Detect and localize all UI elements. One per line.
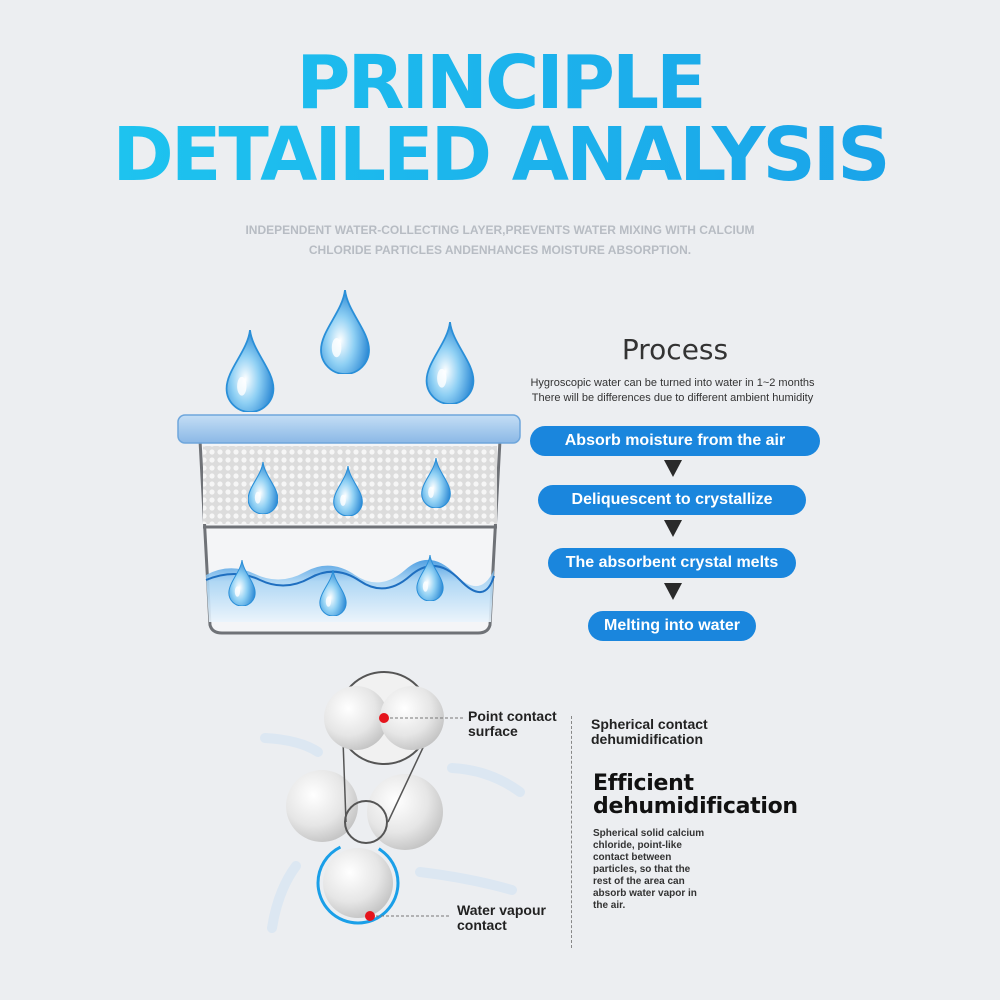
pearl-sphere — [323, 848, 393, 918]
water-drop-icon — [320, 290, 370, 374]
process-note-line-1: Hygroscopic water can be turned into wat… — [530, 377, 815, 389]
airflow-arrow-icon — [415, 867, 517, 895]
water-vapour-label-line-1: Water vapour — [457, 902, 546, 918]
subtitle: INDEPENDENT WATER-COLLECTING LAYER,PREVE… — [200, 220, 800, 260]
water-vapour-label: Water vapour contact — [457, 903, 546, 933]
container-lid — [177, 414, 521, 444]
water-vapour-label-line-2: contact — [457, 917, 507, 933]
efficient-description-line: chloride, point-like — [593, 840, 682, 851]
efficient-heading: Efficient dehumidification — [593, 772, 798, 818]
point-contact-label: Point contact surface — [468, 709, 557, 739]
contact-point-dot — [379, 713, 389, 723]
airflow-arrow-icon — [267, 861, 301, 933]
efficient-description-line: Spherical solid calcium — [593, 828, 705, 839]
efficient-description-line: the air. — [593, 900, 626, 911]
process-step-2: Deliquescent to crystallize — [538, 485, 806, 515]
magnifier-small-ring — [344, 800, 388, 844]
down-arrow-icon — [664, 520, 682, 537]
airflow-arrows — [260, 733, 525, 933]
subtitle-line-2: CHLORIDE PARTICLES ANDENHANCES MOISTURE … — [308, 243, 692, 257]
spherical-contact-label-line-2: dehumidification — [591, 731, 703, 747]
divider — [571, 716, 572, 948]
efficient-description-line: contact between — [593, 852, 672, 863]
efficient-description-line: absorb water vapor in — [593, 888, 697, 899]
process-step-4: Melting into water — [588, 611, 756, 641]
efficient-heading-line-2: dehumidification — [593, 794, 798, 819]
airflow-arrow-icon — [260, 733, 323, 757]
page-title-line-1: PRINCIPLE — [0, 46, 1000, 120]
process-step-1: Absorb moisture from the air — [530, 426, 820, 456]
water-drop-icon — [425, 322, 475, 404]
page-title-line-2: DETAILED ANALYSIS — [0, 118, 1000, 192]
spherical-contact-label: Spherical contact dehumidification — [591, 717, 708, 747]
water-drop-icon — [225, 330, 275, 412]
efficient-description: Spherical solid calcium chloride, point-… — [593, 828, 733, 912]
pearl-sphere — [286, 770, 358, 842]
efficient-description-line: particles, so that the — [593, 864, 691, 875]
point-contact-label-line-2: surface — [468, 723, 518, 739]
process-step-3: The absorbent crystal melts — [548, 548, 796, 578]
down-arrow-icon — [664, 460, 682, 477]
spherical-contact-label-line-1: Spherical contact — [591, 716, 708, 732]
subtitle-line-1: INDEPENDENT WATER-COLLECTING LAYER,PREVE… — [245, 223, 755, 237]
process-note: Hygroscopic water can be turned into wat… — [505, 376, 840, 406]
process-heading: Process — [621, 333, 729, 366]
efficient-description-line: rest of the area can — [593, 876, 685, 887]
efficient-heading-line-1: Efficient — [593, 771, 694, 796]
contact-point-dot — [365, 911, 375, 921]
process-note-line-2: There will be differences due to differe… — [531, 392, 814, 404]
airflow-arrow-icon — [447, 763, 525, 797]
point-contact-label-line-1: Point contact — [468, 708, 557, 724]
down-arrow-icon — [664, 583, 682, 600]
